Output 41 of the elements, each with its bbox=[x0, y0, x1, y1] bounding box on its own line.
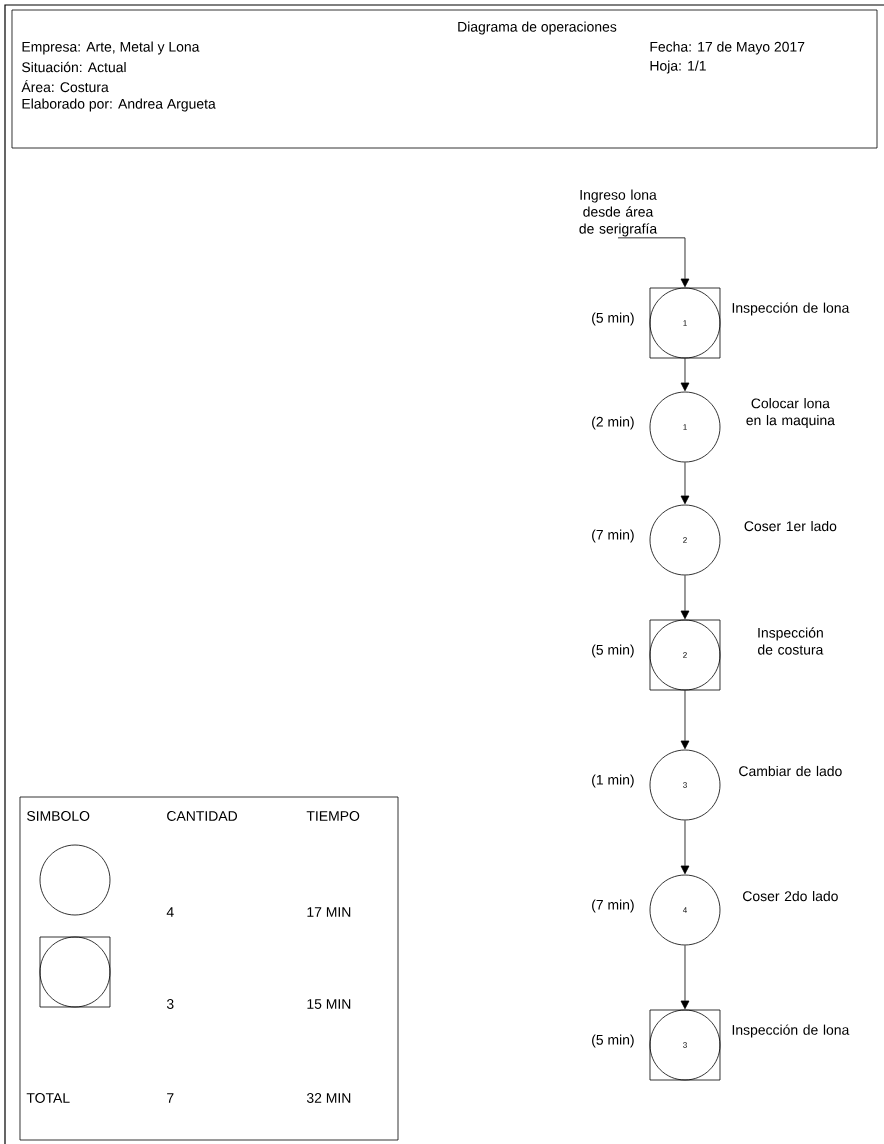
activity-label: Inspección de lona bbox=[732, 302, 850, 316]
activity-label: Colocar lona en la maquina bbox=[746, 398, 835, 428]
arrow bbox=[680, 462, 690, 505]
duration-label: (5 min) bbox=[592, 644, 634, 658]
arrow bbox=[617, 237, 690, 288]
table-cell-text: 7 bbox=[167, 1093, 174, 1103]
header-text: Empresa: Arte, Metal y Lona bbox=[22, 41, 200, 55]
duration-label: (5 min) bbox=[592, 312, 634, 326]
activity-label: Coser 1er lado bbox=[744, 520, 837, 532]
header-text: Hoja: 1/1 bbox=[650, 60, 706, 74]
arrow bbox=[680, 575, 690, 620]
duration-label: (5 min) bbox=[592, 1034, 634, 1048]
table-cell-text: 15 MIN bbox=[307, 999, 351, 1009]
activity-label: Cambiar de lado bbox=[739, 765, 842, 777]
table-cell-text: TIEMPO bbox=[306, 811, 360, 821]
duration-label: (7 min) bbox=[592, 529, 634, 543]
activity-label: Inspección de lona bbox=[732, 1024, 850, 1038]
input-text: Ingreso lona desde área de serigrafía bbox=[579, 189, 658, 237]
table-cell-text: 3 bbox=[166, 999, 174, 1009]
table-cell-text: 17 MIN bbox=[307, 907, 351, 917]
header-title: Diagrama de operaciones bbox=[458, 21, 617, 35]
arrow bbox=[680, 358, 690, 392]
header-text: Fecha: 17 de Mayo 2017 bbox=[650, 41, 805, 55]
operation-circle bbox=[39, 844, 111, 916]
table-cell-text: 4 bbox=[166, 907, 174, 917]
duration-label: (7 min) bbox=[592, 899, 634, 913]
duration-label: (1 min) bbox=[592, 774, 634, 788]
table-cell-text: 32 MIN bbox=[306, 1093, 351, 1103]
header-text: Elaborado por: Andrea Argueta bbox=[22, 98, 216, 112]
activity-label: Inspección de costura bbox=[758, 627, 824, 655]
table-cell-text: SIMBOLO bbox=[27, 811, 90, 821]
arrow bbox=[680, 945, 690, 1010]
duration-label: (2 min) bbox=[592, 416, 634, 430]
arrow bbox=[680, 690, 690, 750]
activity-label: Coser 2do lado bbox=[743, 890, 838, 902]
header-text: Área: Costura bbox=[21, 79, 109, 93]
table-cell-text: CANTIDAD bbox=[167, 811, 237, 821]
arrow bbox=[680, 820, 690, 875]
table-cell-text: TOTAL bbox=[26, 1093, 70, 1103]
header-text: Situación: Actual bbox=[22, 61, 126, 73]
inspection-symbol bbox=[39, 936, 111, 1008]
